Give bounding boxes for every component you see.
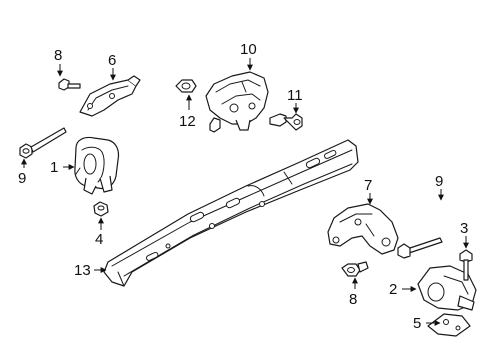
callout-12: 12 bbox=[179, 113, 196, 130]
bracket-part-7 bbox=[327, 203, 399, 255]
callout-2: 2 bbox=[389, 281, 397, 298]
engine-mount-insulator-part bbox=[74, 136, 120, 195]
callout-13: 13 bbox=[74, 262, 91, 279]
bolt-part-8-top bbox=[58, 78, 81, 91]
bolt-part-9-left bbox=[19, 127, 67, 159]
bracket-part-6 bbox=[79, 75, 141, 117]
leader-lines bbox=[21, 58, 469, 326]
callout-11: 11 bbox=[287, 87, 303, 104]
callout-10: 10 bbox=[240, 41, 257, 58]
callout-9-left: 9 bbox=[18, 170, 26, 187]
callout-1: 1 bbox=[50, 159, 58, 176]
crossmember-part bbox=[103, 139, 359, 287]
callout-9-right: 9 bbox=[435, 173, 443, 190]
callout-6: 6 bbox=[108, 52, 116, 69]
callout-8-lower: 8 bbox=[349, 291, 357, 308]
callout-8-top: 8 bbox=[54, 47, 62, 64]
mount-bracket-part-10 bbox=[205, 71, 269, 133]
bolt-part-9-right bbox=[397, 237, 443, 259]
callout-labels: 1 2 3 4 5 6 7 8 8 9 9 10 11 12 13 bbox=[18, 41, 468, 332]
nut-part-12 bbox=[175, 79, 197, 93]
bolt-part-11 bbox=[269, 113, 303, 131]
stud-part-3 bbox=[459, 249, 473, 281]
mount-part-2 bbox=[417, 265, 477, 311]
callout-3: 3 bbox=[460, 220, 468, 237]
bolt-part-8-lower bbox=[341, 261, 369, 277]
callout-5: 5 bbox=[413, 315, 421, 332]
callout-7: 7 bbox=[364, 177, 372, 194]
callout-4: 4 bbox=[95, 231, 103, 248]
plate-part-5 bbox=[427, 313, 471, 337]
nut-part-4 bbox=[93, 201, 109, 217]
